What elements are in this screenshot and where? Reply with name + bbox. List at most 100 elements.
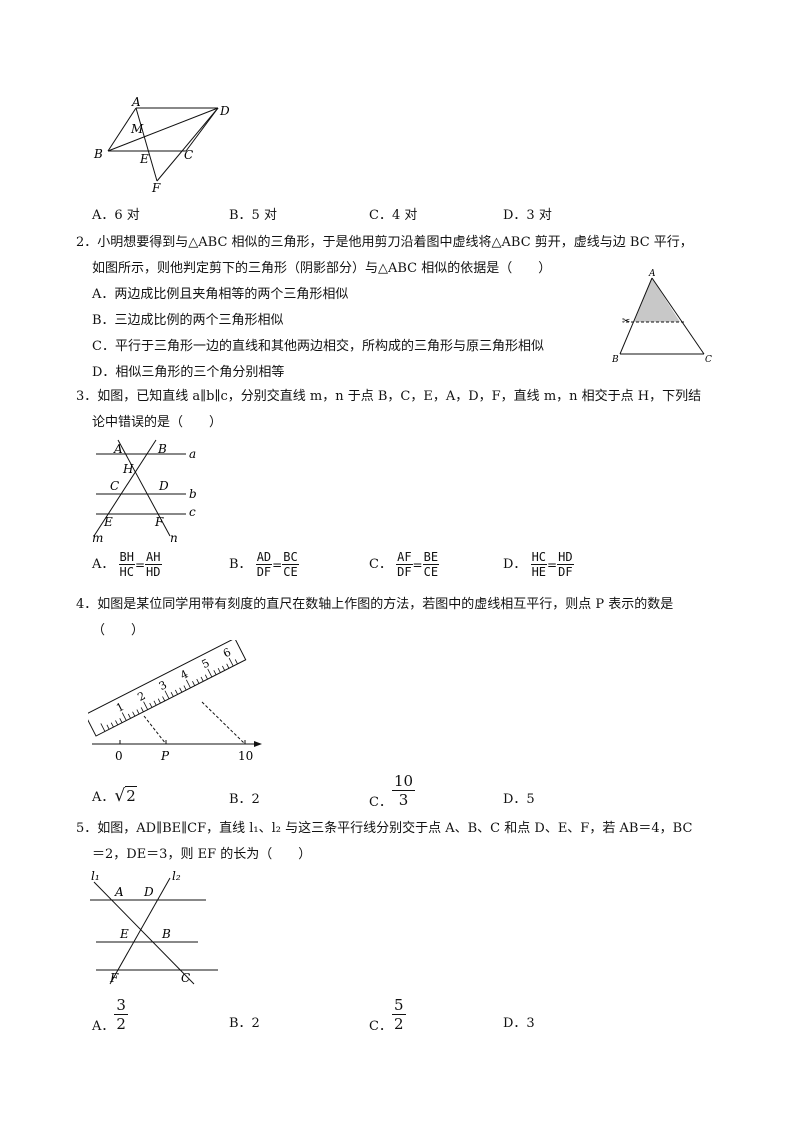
q4-option-b[interactable]: B．2 bbox=[229, 792, 260, 807]
q5-figure: l₁ l₂ A D E B F C bbox=[90, 869, 218, 985]
ruler-tick bbox=[226, 663, 230, 669]
ruler-tick bbox=[121, 712, 127, 721]
frac-numerator: AF bbox=[396, 550, 413, 565]
ruler-tick bbox=[100, 723, 106, 732]
ruler-tick bbox=[162, 696, 166, 702]
q2-label-c: C bbox=[705, 355, 712, 365]
ruler-tick bbox=[153, 700, 157, 706]
ruler-tick bbox=[234, 659, 238, 665]
q4-axis-ten: 10 bbox=[238, 749, 253, 763]
frac-numerator: HC bbox=[530, 550, 548, 565]
q3-option-c-label: C． bbox=[369, 557, 392, 572]
frac-numerator: AD bbox=[255, 550, 273, 565]
question-2: 2．小明想要得到与△ABC 相似的三角形，于是他用剪刀沿着图中虚线将△ABC 剪… bbox=[76, 230, 736, 282]
q3-label-b: B bbox=[157, 442, 167, 456]
q5-label-f: F bbox=[109, 971, 119, 985]
q3-label-e: E bbox=[103, 515, 113, 529]
q3-label-h: H bbox=[122, 462, 134, 476]
q3-label-m: m bbox=[92, 531, 103, 544]
q5-option-c-label: C． bbox=[369, 1019, 392, 1034]
q5-option-d[interactable]: D．3 bbox=[503, 1016, 535, 1031]
q3-figure: A B H C D E F a b c m n bbox=[92, 439, 197, 544]
q4-stem-line2: （ ） bbox=[92, 623, 145, 638]
q3-label-line-b: b bbox=[189, 487, 197, 501]
q1-label-b: B bbox=[93, 147, 103, 161]
q3-label-d: D bbox=[158, 479, 169, 493]
ruler-tick bbox=[213, 670, 217, 675]
q1-label-a: A bbox=[131, 96, 141, 109]
ruler-tick bbox=[115, 720, 119, 726]
ruler-tick bbox=[110, 722, 114, 728]
ruler-tick bbox=[157, 698, 161, 704]
ruler-tick bbox=[204, 674, 208, 680]
q3-stem-line2: 论中错误的是（ ） bbox=[92, 415, 223, 430]
ruler-tick bbox=[222, 665, 226, 671]
q2-option-c[interactable]: C．平行于三角形一边的直线和其他两边相交，所构成的三角形与原三角形相似 bbox=[92, 339, 544, 354]
q3-label-n: n bbox=[170, 531, 178, 544]
q1-label-e: E bbox=[139, 152, 149, 166]
q4-axis-zero: 0 bbox=[115, 749, 123, 763]
q4-option-c-label: C． bbox=[369, 795, 392, 810]
q3-option-d-label: D． bbox=[503, 557, 527, 572]
ruler-tick bbox=[186, 679, 191, 689]
frac-denominator: CE bbox=[283, 565, 298, 579]
q1-option-b[interactable]: B．5 对 bbox=[229, 208, 277, 223]
q3-option-a-label: A． bbox=[92, 557, 115, 572]
ruler-tick bbox=[136, 709, 140, 715]
q2-option-d[interactable]: D．相似三角形的三个角分别相等 bbox=[92, 365, 285, 380]
q2-option-b[interactable]: B．三边成比例的两个三角形相似 bbox=[92, 313, 284, 328]
sqrt-icon: √ bbox=[114, 786, 126, 806]
q4-option-a[interactable]: A．√2 bbox=[92, 786, 137, 808]
q1-option-d[interactable]: D．3 对 bbox=[503, 208, 552, 223]
q3-label-line-c: c bbox=[189, 505, 196, 519]
frac-numerator: BH bbox=[118, 550, 135, 565]
q1-option-a[interactable]: A．6 对 bbox=[92, 208, 140, 223]
q2-option-a[interactable]: A．两边成比例且夹角相等的两个三角形相似 bbox=[92, 287, 349, 302]
ruler-tick bbox=[127, 713, 131, 719]
ruler-tick bbox=[149, 702, 153, 708]
q4-option-d[interactable]: D．5 bbox=[503, 792, 535, 807]
q3-label-line-a: a bbox=[189, 447, 196, 461]
ruler-tick bbox=[179, 687, 183, 693]
question-4: 4．如图是某位同学用带有刻度的直尺在数轴上作图的方法，若图中的虚线相互平行，则点… bbox=[76, 592, 736, 644]
q1-option-c[interactable]: C．4 对 bbox=[369, 208, 418, 223]
q2-stem-line1: 2．小明想要得到与△ABC 相似的三角形，于是他用剪刀沿着图中虚线将△ABC 剪… bbox=[76, 235, 693, 250]
frac-denominator: 3 bbox=[398, 791, 409, 809]
frac-numerator: BC bbox=[282, 550, 299, 565]
q2-triangle-figure: ✂ A B C bbox=[612, 269, 712, 365]
frac-denominator: DF bbox=[558, 565, 573, 579]
q5-label-l2: l₂ bbox=[172, 869, 181, 883]
frac-denominator: HE bbox=[531, 565, 547, 579]
ruler-tick bbox=[143, 701, 149, 710]
q3-label-f: F bbox=[154, 515, 164, 529]
q1-figure: A D M B E C F bbox=[93, 96, 230, 195]
q5-option-b[interactable]: B．2 bbox=[229, 1016, 260, 1031]
q5-label-c: C bbox=[181, 971, 190, 985]
ruler-tick bbox=[183, 685, 187, 691]
q3-option-b-label: B． bbox=[229, 557, 252, 572]
frac-numerator: 3 bbox=[114, 996, 128, 1015]
ruler-tick bbox=[228, 657, 234, 667]
frac-denominator: HD bbox=[146, 565, 161, 579]
q2-stem-line2: 如图所示，则他判定剪下的三角形（阴影部分）与△ABC 相似的依据是（ ） bbox=[92, 261, 552, 276]
q5-stem-line1: 5．如图，AD∥BE∥CF，直线 l₁、l₂ 与这三条平行线分别交于点 A、B、… bbox=[76, 821, 693, 836]
q4-axis-p: P bbox=[160, 749, 170, 763]
q5-option-a-label: A． bbox=[92, 1019, 115, 1034]
